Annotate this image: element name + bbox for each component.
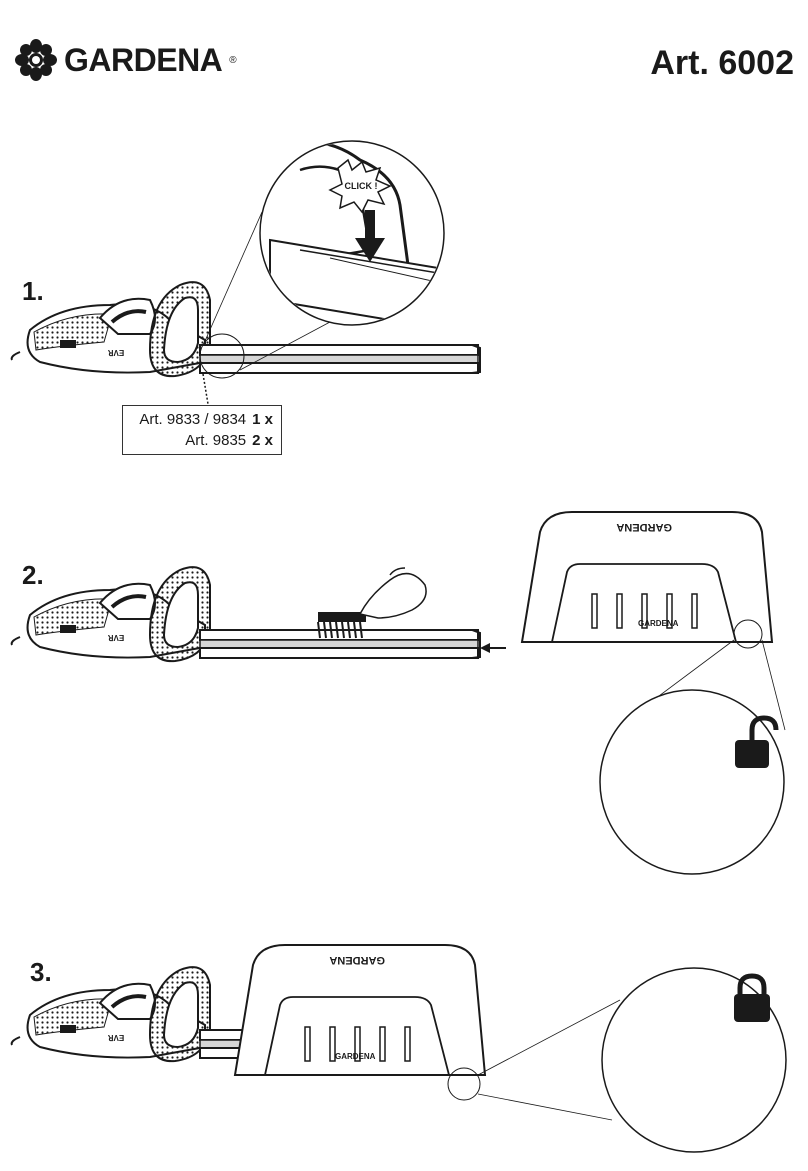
- click-detail: CLICK !: [259, 140, 445, 326]
- step-3-number: 3.: [30, 957, 52, 987]
- article-number: Art. 6002: [650, 44, 794, 82]
- clamp-unlock-detail: [599, 689, 785, 875]
- svg-text:GARDENA: GARDENA: [335, 1052, 376, 1061]
- click-label: CLICK !: [345, 181, 378, 191]
- lock-icon: [734, 973, 770, 1022]
- detail-marker: [199, 333, 245, 379]
- accessory-article: Art. 9833 / 9834: [139, 411, 247, 428]
- svg-text:GARDENA: GARDENA: [638, 619, 679, 628]
- gardena-flower-icon: [15, 39, 57, 81]
- step-1-number: 1.: [22, 276, 44, 306]
- accessory-row: Art. 9835 2 x: [131, 430, 273, 451]
- accessory-article: Art. 9835: [185, 432, 247, 449]
- accessory-qty: 2 x: [252, 432, 273, 449]
- svg-text:GARDENA: GARDENA: [329, 954, 385, 966]
- accessory-row: Art. 9833 / 9834 1 x: [131, 409, 273, 430]
- hedge-collector-mounted: GARDENA GARDENA: [234, 944, 486, 1076]
- collector-brand: GARDENA: [616, 521, 672, 533]
- hedge-collector: GARDENA GARDENA: [521, 511, 773, 643]
- arrow-left-icon: [480, 643, 506, 653]
- brand-logo: GARDENA®: [14, 38, 237, 82]
- accessory-box: Art. 9833 / 9834 1 x Art. 9835 2 x: [122, 405, 282, 455]
- unlock-icon: [735, 715, 779, 768]
- brush-hand: [317, 567, 427, 639]
- step-2-number: 2.: [22, 560, 44, 590]
- brand-name: GARDENA: [64, 41, 223, 78]
- accessory-qty: 1 x: [252, 411, 273, 428]
